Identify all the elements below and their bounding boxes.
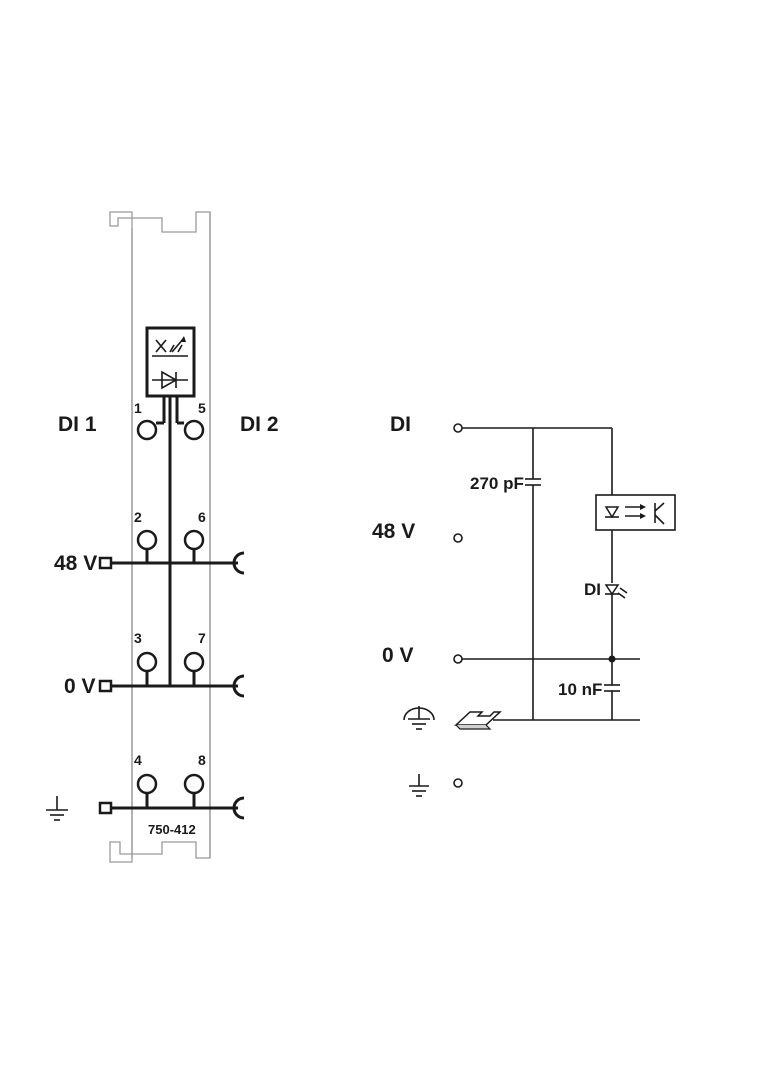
- ground-icon: [409, 774, 429, 797]
- led-label: DI: [584, 580, 601, 599]
- terminal-7: [183, 651, 205, 673]
- terminal-number-8: 8: [198, 752, 206, 768]
- rail-label-48v: 48 V: [54, 552, 97, 575]
- terminal-number-6: 6: [198, 509, 206, 525]
- capacitor-270pf-label: 270 pF: [470, 474, 524, 493]
- rail-48v: [98, 551, 245, 575]
- input-label-di: DI: [390, 413, 411, 436]
- terminal-number-2: 2: [134, 509, 142, 525]
- rail-label-0v: 0 V: [64, 675, 96, 698]
- input-label-48v: 48 V: [372, 520, 415, 543]
- terminal-number-7: 7: [198, 630, 206, 646]
- terminal-3: [136, 651, 158, 673]
- rail-ground: [98, 796, 245, 820]
- terminal-6: [183, 529, 205, 551]
- terminal-number-1: 1: [134, 400, 142, 416]
- protective-earth-icon: [403, 706, 435, 730]
- channel-label-di2: DI 2: [240, 413, 279, 436]
- terminal-2: [136, 529, 158, 551]
- terminal-1: [136, 419, 158, 441]
- terminal-8: [183, 773, 205, 795]
- din-rail-icon: [454, 711, 502, 730]
- optocoupler-icon: [595, 494, 676, 531]
- capacitor-10nf-label: 10 nF: [558, 680, 602, 699]
- model-number: 750-412: [148, 822, 196, 837]
- module-housing: [109, 211, 211, 863]
- terminal-number-4: 4: [134, 752, 142, 768]
- terminal-5: [183, 419, 205, 441]
- terminal-4: [136, 773, 158, 795]
- capacitor-icon: [525, 478, 541, 486]
- rail-0v: [98, 674, 245, 698]
- terminal-number-5: 5: [198, 400, 206, 416]
- terminal-number-3: 3: [134, 630, 142, 646]
- channel-label-di1: DI 1: [58, 413, 97, 436]
- ground-icon: [46, 796, 68, 821]
- led-icon: [604, 584, 628, 599]
- optocoupler-status-icon: [145, 326, 196, 398]
- input-label-0v: 0 V: [382, 644, 414, 667]
